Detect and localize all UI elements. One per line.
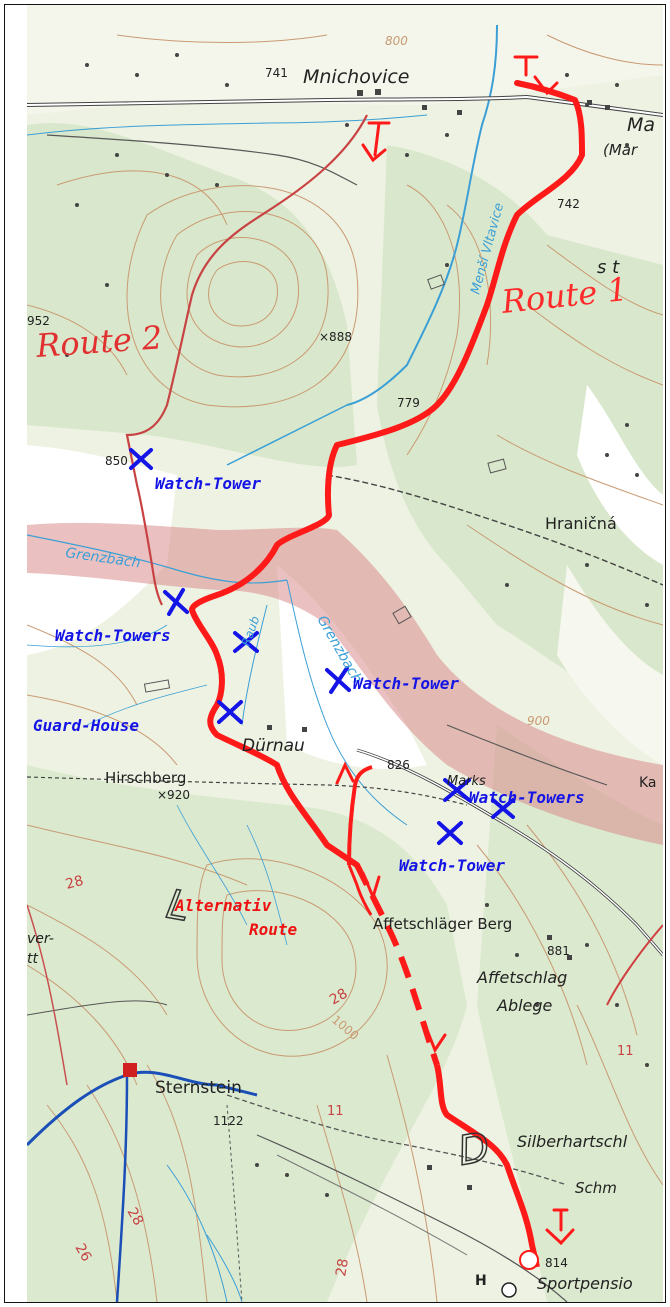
sportpension-symbol[interactable] [519,1250,539,1270]
label-watch-towers-1: Watch-Towers [55,626,171,645]
elev-800: 800 [385,34,408,48]
map-symbols [65,53,649,1197]
label-hirschberg: Hirschberg [105,769,186,787]
elev-826: 826 [387,758,410,772]
elev-28a: 28 [64,873,85,893]
trail-sign [123,1063,137,1077]
red-road [606,924,663,1006]
watch-tower-markers [129,448,515,845]
marker-1 [129,448,153,470]
elev-881: 881 [547,944,570,958]
label-ablege: Ablege [496,996,553,1015]
label-h: H [475,1273,487,1289]
route-1-dashed[interactable] [354,863,440,1066]
elev-900: 900 [527,714,550,728]
alternative-route[interactable] [347,765,373,866]
elev-11b: 11 [617,1044,634,1059]
roads [27,94,663,1302]
label-sportpension: Sportpensio [537,1274,633,1293]
elev-888: ×888 [319,330,352,344]
route-1-path[interactable] [189,80,585,868]
elev-850: 850 [105,454,128,468]
label-affetschlaeger-berg: Affetschläger Berg [373,915,512,933]
topographic-map[interactable]: Mnichovice Ma (Mar Hraničná Hirschberg D… [27,5,663,1302]
elev-28d: 28 [333,1257,352,1277]
watch-tower-labels: Watch-Tower Watch-Towers Watch-Tower Gua… [33,474,585,875]
label-alternativ-route: Route [249,920,298,939]
elev-11a: 11 [327,1104,344,1119]
elev-920: ×920 [157,788,190,802]
label-silberhartschl: Silberhartschl [517,1132,628,1151]
marker-4 [325,666,351,694]
label-durnau: Dürnau [242,736,305,756]
border-band [27,522,663,845]
label-ka: Ka [639,775,657,791]
red-road-left [27,904,68,1086]
route-arrows [335,55,575,1246]
marker-5 [217,700,243,724]
label-mar-paren: (Mar [603,141,638,159]
label-st: s t [597,257,620,278]
label-watch-tower-2: Watch-Tower [353,674,459,693]
route-1-end[interactable] [434,1064,540,1268]
map-frame: Mnichovice Ma (Mar Hraničná Hirschberg D… [4,4,666,1303]
elev-779: 779 [397,396,420,410]
label-watch-tower-3: Watch-Tower [399,856,505,875]
label-ver: ver- [27,931,54,947]
elev-26: 26 [72,1241,95,1265]
label-guard-house: Guard-House [33,716,139,735]
elev-1122: 1122 [213,1114,244,1128]
elevation-labels: 741 742 800 952 ×888 779 850 900 826 ×92… [27,34,634,1278]
label-route-2: Route 2 [34,318,164,365]
elev-742: 742 [557,197,580,211]
marker-3 [233,631,259,653]
label-hranicna: Hraničná [545,514,617,533]
place-labels: Mnichovice Ma (Mar Hraničná Hirschberg D… [27,66,657,1293]
marker-8 [437,821,463,845]
alternativ-route-label: Alternativ Route [174,896,298,939]
building-outlines [143,274,507,693]
route-2-path[interactable] [125,114,368,606]
marker-6 [443,778,471,802]
label-alternativ: Alternativ [174,896,272,915]
h-symbol-circle [501,1282,517,1298]
label-schm: Schm [575,1179,617,1197]
elev-28c: 28 [124,1205,147,1228]
label-tt: tt [27,951,38,967]
elev-952: 952 [27,314,50,328]
elev-28b: 28 [327,986,350,1009]
label-mnichovice: Mnichovice [303,66,410,88]
label-marks: Marks [447,774,486,789]
label-watch-tower-1: Watch-Tower [155,474,261,493]
blue-trail-branch [115,1074,129,1302]
elev-814: 814 [545,1256,568,1270]
label-affetschlag: Affetschlag [476,968,567,987]
alternative-route-tail[interactable] [347,864,373,916]
marker-7 [491,798,515,819]
label-sternstein: Sternstein [155,1078,242,1098]
elev-741: 741 [265,66,288,80]
marker-2 [163,588,189,616]
label-mar: Ma [627,114,655,136]
label-watch-towers-2: Watch-Towers [469,788,585,807]
